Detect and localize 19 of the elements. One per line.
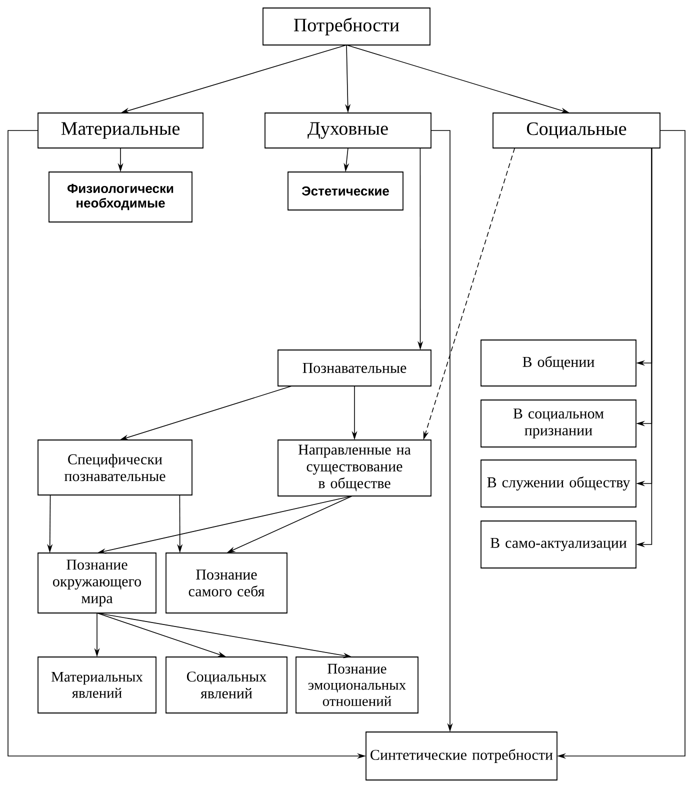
category-box: Духовные — [264, 112, 432, 148]
category-box: Синтетические потребности — [366, 732, 558, 780]
category-box: В служении обществу — [480, 460, 636, 508]
category-box: Потребности — [262, 8, 430, 46]
category-box: Познание самого себя — [166, 552, 288, 614]
category-box: Познавательные — [278, 350, 432, 386]
category-box: Познание эмоциональных отношений — [296, 656, 418, 714]
category-box: Физиологически необходимые — [48, 172, 192, 222]
category-box: Социальных явлений — [166, 656, 288, 714]
category-box: Направленные на существование в обществе — [278, 440, 432, 496]
category-box: В общении — [480, 340, 636, 386]
category-box: В социальном признании — [480, 400, 636, 448]
category-box: Эстетические — [288, 172, 404, 210]
category-box: Материальных явлений — [38, 656, 156, 714]
category-box: Познание окружающего мира — [38, 552, 156, 614]
category-box: Специфически познавательные — [38, 440, 192, 496]
category-box: Материальные — [38, 112, 204, 148]
category-box: Социальные — [492, 112, 660, 148]
category-box: В само-актуализации — [480, 520, 636, 568]
